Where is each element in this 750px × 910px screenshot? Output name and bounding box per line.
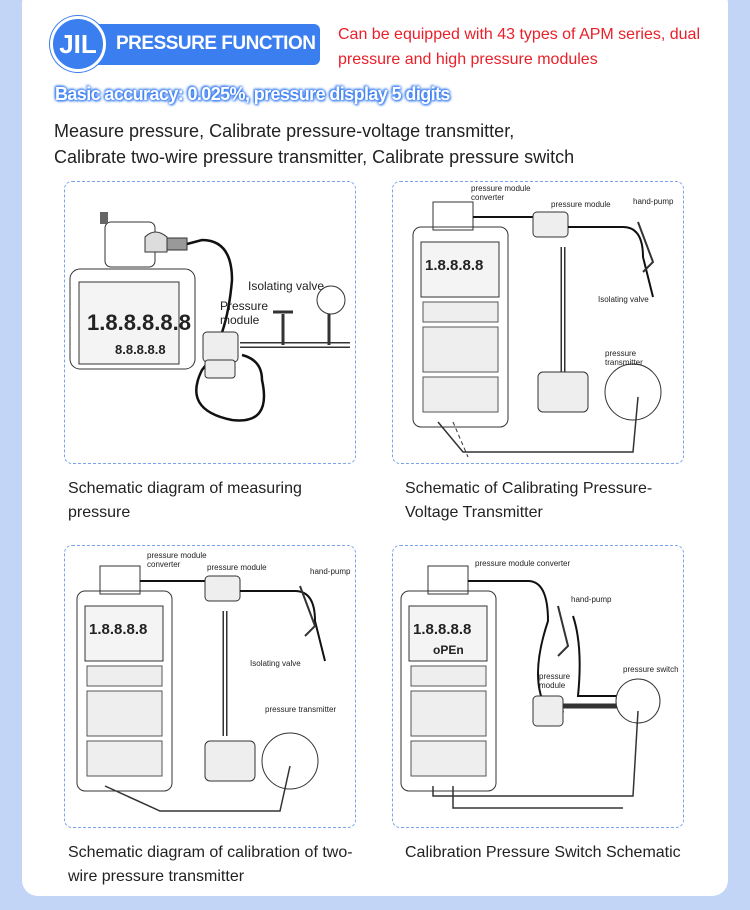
diagram-measure-pressure: 1.8.8.8.8.8 8.8.8.8.8 Isolating valve Pr… xyxy=(64,181,356,464)
diagram-label: oPEn xyxy=(433,643,464,657)
accuracy-heading: Basic accuracy: 0.025%, pressure display… xyxy=(55,84,450,104)
diagram-label: 1.8.8.8.8.8 xyxy=(87,310,191,335)
brand-logo: JIL xyxy=(50,16,106,72)
diagram-two-wire-transmitter: 1.8.8.8.8 pressure module converter pres… xyxy=(64,545,356,828)
diagram-pressure-voltage: 1.8.8.8.8 pressure module converter pres… xyxy=(392,181,684,464)
diagram-label: pressure module xyxy=(551,200,611,209)
diagram-label: Isolating valve xyxy=(248,279,324,293)
diagram-label: Isolating valve xyxy=(250,659,301,668)
diagram-label: pressure module xyxy=(147,551,207,560)
caption-pressure-switch: Calibration Pressure Switch Schematic xyxy=(405,844,681,861)
caption-pressure-voltage: Schematic of Calibrating Pressure-Voltag… xyxy=(405,480,653,521)
diagram-label: hand-pump xyxy=(310,567,351,576)
diagram-label: pressure transmitter xyxy=(265,705,336,714)
function-description: Measure pressure, Calibrate pressure-vol… xyxy=(54,121,575,167)
diagram-label: hand-pump xyxy=(571,595,612,604)
diagram-label: converter xyxy=(147,560,181,569)
diagram-pressure-switch: 1.8.8.8.8 oPEn pressure module converter… xyxy=(392,545,684,828)
diagram-label: transmitter xyxy=(605,358,643,367)
diagram-label: module xyxy=(220,313,260,327)
diagram-label: pressure module xyxy=(207,563,267,572)
diagram-label: pressure xyxy=(605,349,637,358)
diagram-label: pressure module xyxy=(471,184,531,193)
diagram-label: 1.8.8.8.8 xyxy=(89,621,147,638)
module-note: Can be equipped with 43 types of APM ser… xyxy=(338,26,700,68)
diagram-label: module xyxy=(539,681,566,690)
diagram-label: converter xyxy=(471,193,505,202)
section-title: PRESSURE FUNCTION xyxy=(116,33,316,54)
diagram-label: pressure xyxy=(539,672,571,681)
diagram-label: 1.8.8.8.8 xyxy=(413,621,471,638)
diagram-label: 1.8.8.8.8 xyxy=(425,257,483,274)
diagram-label: hand-pump xyxy=(633,197,674,206)
diagram-label: Isolating valve xyxy=(598,295,649,304)
diagram-label: 8.8.8.8.8 xyxy=(115,342,166,357)
diagram-label: Pressure xyxy=(220,299,268,313)
caption-measure-pressure: Schematic diagram of measuring pressure xyxy=(68,480,302,521)
diagram-label: pressure module converter xyxy=(475,559,570,568)
caption-two-wire-transmitter: Schematic diagram of calibration of two-… xyxy=(68,844,353,885)
diagram-label: pressure switch xyxy=(623,665,679,674)
